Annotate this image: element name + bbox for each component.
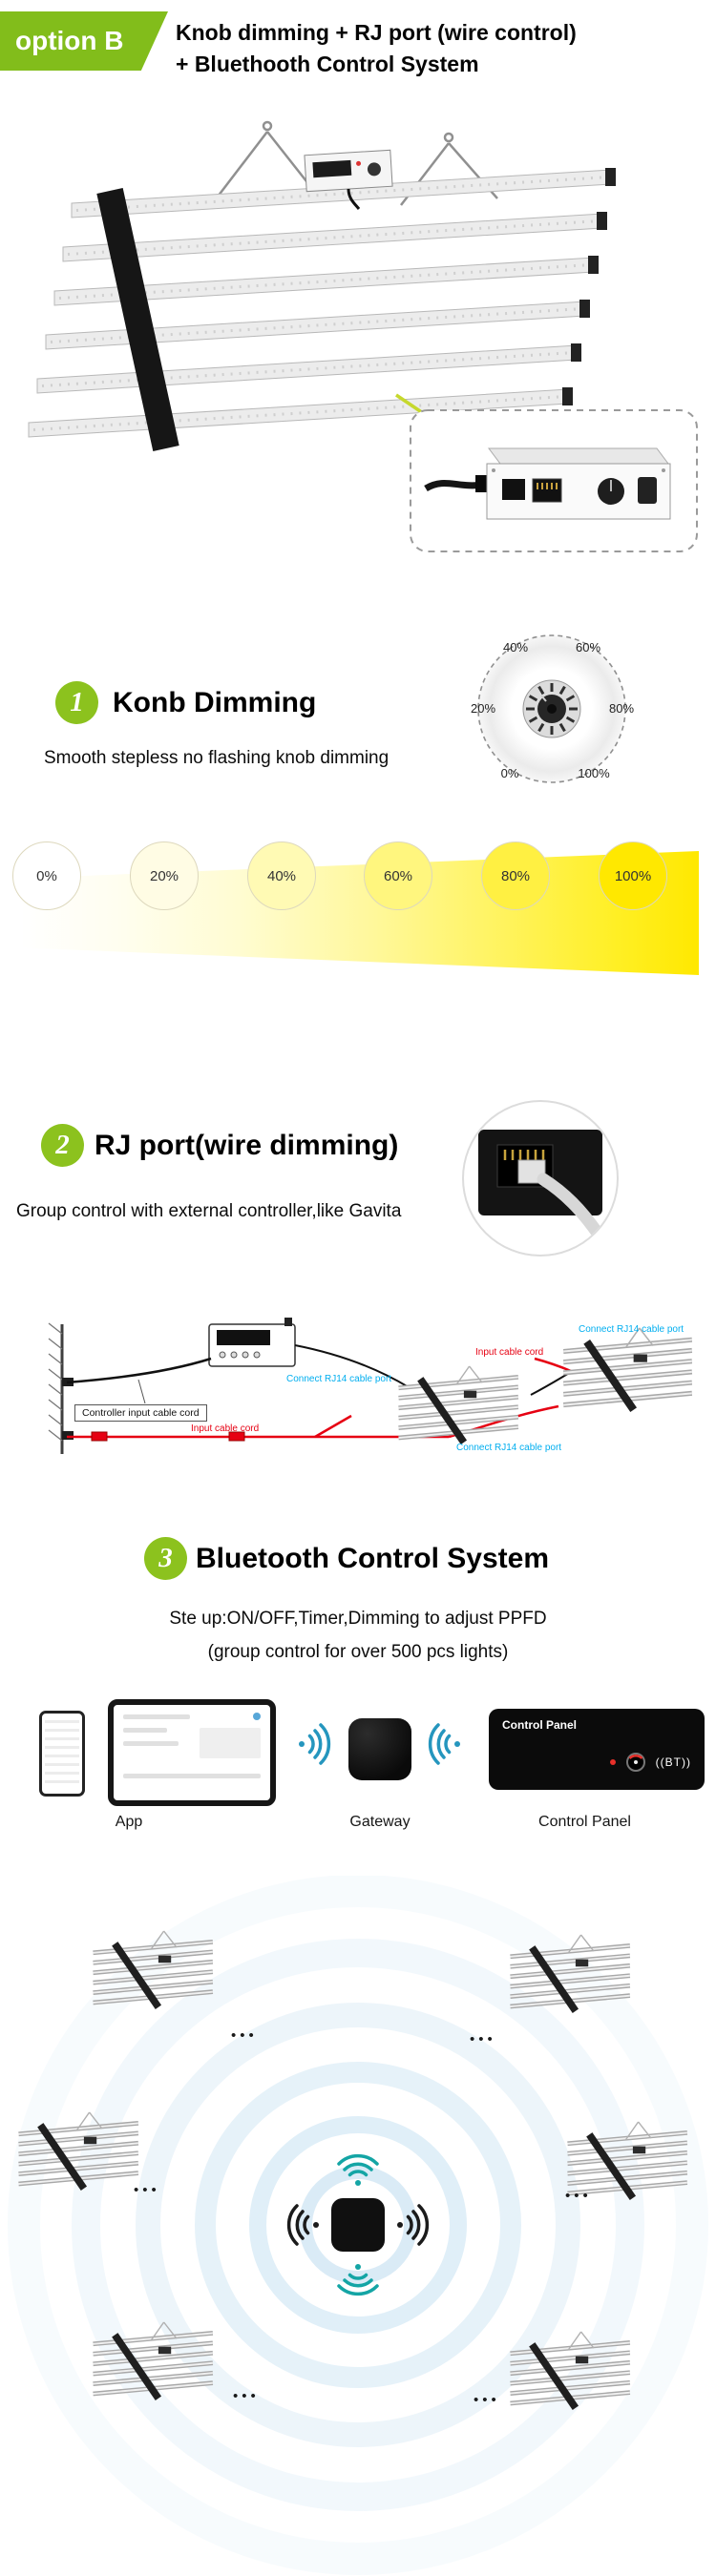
tablet-content-panel: [200, 1728, 261, 1758]
label-rj14-bottom: Connect RJ14 cable port: [456, 1443, 562, 1453]
dial-label-20: 20%: [471, 701, 495, 716]
tablet-content-bar: [123, 1741, 179, 1746]
smartphone: [39, 1711, 85, 1797]
section2-subtitle: Group control with external controller,l…: [16, 1201, 402, 1221]
section1-number: 1: [70, 687, 84, 717]
section3-number: 3: [158, 1543, 173, 1573]
dial-label-60: 60%: [576, 640, 600, 654]
control-panel-screen-title: Control Panel: [502, 1718, 578, 1732]
link-dots: •••: [474, 2392, 500, 2408]
section1-subtitle: Smooth stepless no flashing knob dimming: [44, 748, 390, 768]
wifi-up-icon: [337, 2153, 379, 2188]
section3-subtitle-line1: Ste up:ON/OFF,Timer,Dimming to adjust PP…: [169, 1609, 547, 1629]
mounting-rail: [96, 188, 179, 451]
section1-number-badge: 1: [55, 681, 98, 724]
wifi-signal-icon: [297, 1723, 331, 1765]
dial-label-40: 40%: [503, 640, 528, 654]
dim-level-80: 80%: [481, 841, 550, 910]
section1-title: Konb Dimming: [113, 687, 317, 718]
gateway-label: Gateway: [349, 1814, 411, 1830]
onboard-controller: [304, 149, 393, 193]
dial-label-0: 0%: [501, 766, 519, 780]
link-dots: •••: [231, 2027, 258, 2044]
panel-bt-label: ((BT)): [655, 1755, 691, 1769]
dim-level-40-label: 40%: [266, 867, 297, 884]
light-bars: [28, 168, 616, 438]
section3-subtitle-line2: (group control for over 500 pcs lights): [207, 1642, 509, 1662]
wifi-left-icon: [286, 2204, 321, 2246]
label-input-cable-bottom: Input cable cord: [191, 1423, 260, 1434]
wifi-signal-icon: [428, 1723, 462, 1765]
controller-zoom-inset: [410, 409, 698, 552]
option-badge: option B: [0, 11, 168, 71]
wifi-right-icon: [395, 2204, 430, 2246]
rj-port-photo-circle: [462, 1100, 619, 1257]
section3-title: Bluetooth Control System: [196, 1543, 550, 1574]
page-title-line1: Knob dimming + RJ port (wire control): [176, 20, 577, 45]
section2-number-badge: 2: [41, 1124, 84, 1167]
dimming-knob-dial: 40% 60% 20% 80% 0% 100%: [471, 634, 634, 783]
dim-level-40: 40%: [247, 841, 316, 910]
tablet-content-bar: [123, 1714, 190, 1719]
bluetooth-network-illustration: ••• ••• ••• ••• ••• •••: [8, 1876, 708, 2575]
tablet: [108, 1699, 276, 1806]
dimming-gradient-band: [21, 851, 699, 975]
phone-screen: [45, 1720, 79, 1786]
control-panel-device: Control Panel ((BT)): [489, 1709, 705, 1790]
link-dots: •••: [134, 2182, 160, 2198]
link-dots: •••: [470, 2031, 496, 2047]
tablet-status-dot: [253, 1713, 261, 1720]
panel-status-led: [609, 1759, 616, 1765]
link-dots: •••: [233, 2388, 260, 2404]
gateway-device: [348, 1718, 411, 1780]
dim-level-100-label: 100%: [614, 867, 652, 884]
label-input-cable-top: Input cable cord: [475, 1347, 544, 1358]
panel-knob-icon: [625, 1753, 645, 1772]
label-rj14-left: Connect RJ14 cable port: [286, 1374, 392, 1384]
external-controller: [208, 1318, 296, 1367]
dim-level-0-label: 0%: [36, 867, 57, 884]
dim-level-60-label: 60%: [383, 867, 413, 884]
controller-cable: [347, 188, 361, 210]
central-gateway-device: [331, 2198, 385, 2252]
section2-title: RJ port(wire dimming): [95, 1130, 399, 1161]
control-panel-label: Control Panel: [538, 1814, 631, 1830]
dim-level-20: 20%: [130, 841, 199, 910]
page-title: Knob dimming + RJ port (wire control) + …: [176, 17, 577, 80]
tablet-content-bar: [123, 1728, 167, 1733]
rj-wiring-diagram: [48, 1318, 716, 1454]
dim-level-20-label: 20%: [149, 867, 179, 884]
dim-level-60: 60%: [364, 841, 432, 910]
red-input-cables: [67, 1357, 572, 1439]
grow-light-product-illustration: [28, 120, 698, 552]
dim-level-80-label: 80%: [500, 867, 531, 884]
dim-level-0: 0%: [12, 841, 81, 910]
section2-number: 2: [55, 1130, 70, 1160]
control-panel-controls: ((BT)): [609, 1750, 691, 1775]
option-badge-label: option B: [15, 26, 124, 55]
label-controller-input-cable: Controller input cable cord: [74, 1404, 207, 1422]
dial-label-100: 100%: [578, 766, 610, 780]
dial-label-80: 80%: [609, 701, 634, 716]
wifi-down-icon: [337, 2262, 379, 2296]
link-dots: •••: [565, 2188, 592, 2204]
app-label: App: [115, 1814, 143, 1830]
section3-number-badge: 3: [144, 1537, 187, 1580]
page-title-line2: + Bluethooth Control System: [176, 52, 479, 76]
tablet-content-bar: [123, 1774, 261, 1778]
label-rj14-top-right: Connect RJ14 cable port: [579, 1324, 684, 1335]
dim-level-100: 100%: [599, 841, 667, 910]
